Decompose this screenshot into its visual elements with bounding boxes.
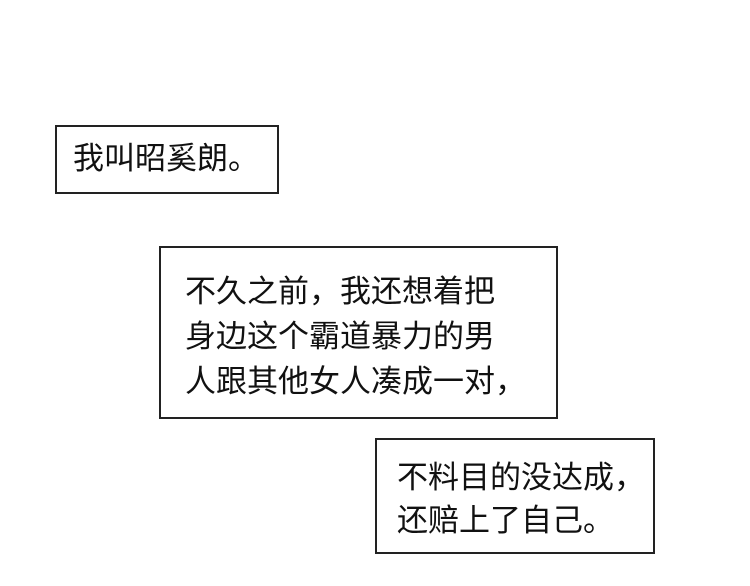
caption-text: 身边这个霸道暴力的男: [185, 319, 495, 355]
caption-box-2: 不久之前，我还想着把 身边这个霸道暴力的男 人跟其他女人凑成一对，: [159, 246, 558, 419]
caption-text: 还赔上了自己。: [397, 503, 614, 539]
caption-box-3: 不料目的没达成， 还赔上了自己。: [375, 438, 655, 554]
caption-box-1: 我叫昭奚朗。: [55, 125, 279, 194]
caption-text: 我叫昭奚朗。: [73, 141, 259, 177]
caption-text: 不料目的没达成，: [397, 460, 645, 496]
caption-text: 不久之前，我还想着把: [185, 274, 495, 310]
caption-text: 人跟其他女人凑成一对，: [185, 364, 526, 400]
